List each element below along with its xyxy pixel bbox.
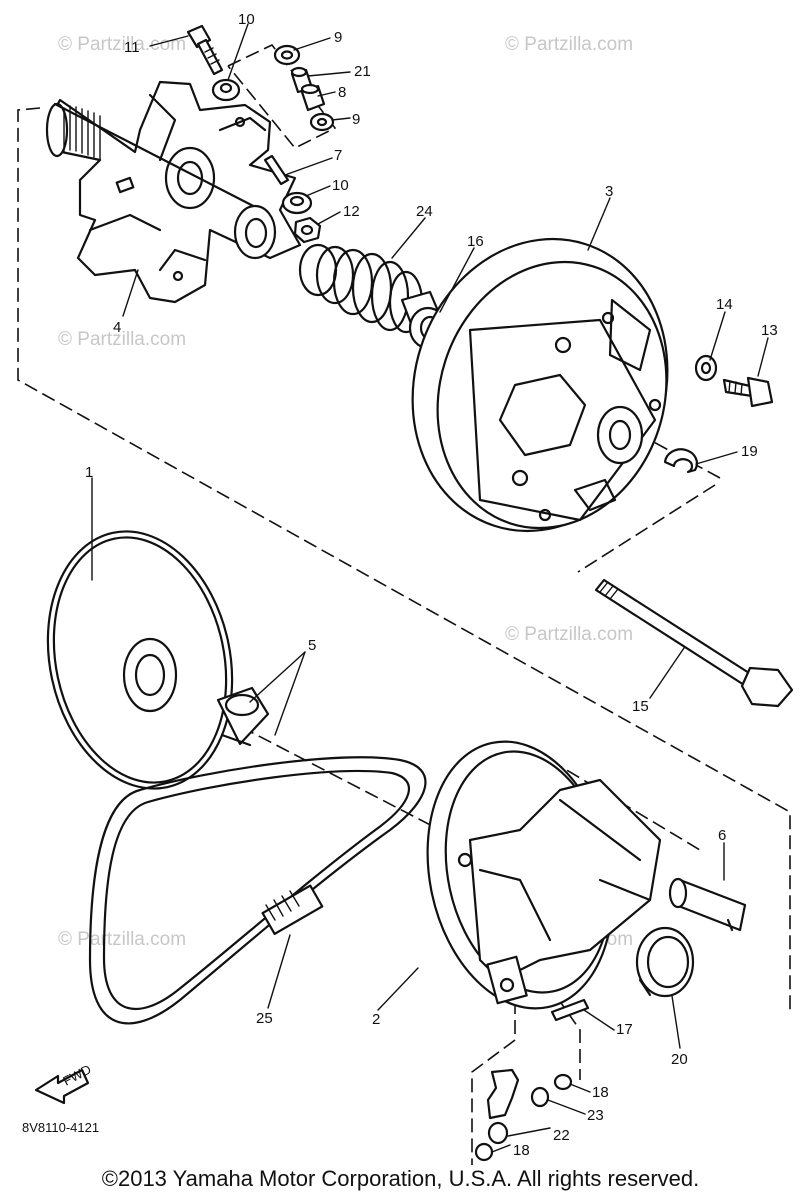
watermark: © Partzilla.com — [58, 329, 186, 350]
part-6-sleeve — [668, 877, 747, 932]
label-10: 10 — [238, 11, 255, 28]
part-4-shaft-spider — [45, 80, 302, 304]
part-20-seal — [635, 926, 695, 998]
label-15: 15 — [632, 698, 649, 715]
fwd-arrow-icon: FWD — [34, 1062, 94, 1105]
label-24: 24 — [416, 203, 433, 220]
label-5: 5 — [308, 637, 316, 654]
label-8: 8 — [338, 84, 346, 101]
part-25-belt — [88, 756, 427, 1025]
cover-bolt-hardware — [663, 354, 774, 474]
label-13: 13 — [761, 322, 778, 339]
label-12: 12 — [343, 203, 360, 220]
label-16: 16 — [467, 233, 484, 250]
part-2-movable-sheave — [426, 740, 662, 1010]
label-18: 18 — [513, 1142, 530, 1159]
part-5-collar — [216, 686, 270, 747]
part-labels: 11 10 9 21 8 9 7 10 12 24 16 3 4 14 13 1… — [85, 11, 778, 1159]
label-1: 1 — [85, 464, 93, 481]
label-2: 2 — [372, 1011, 380, 1028]
label-10: 10 — [332, 177, 349, 194]
watermark: © Partzilla.com — [505, 34, 633, 55]
label-6: 6 — [718, 827, 726, 844]
label-9: 9 — [334, 29, 342, 46]
label-23: 23 — [587, 1107, 604, 1124]
label-25: 25 — [256, 1010, 273, 1027]
watermark: © Partzilla.com — [58, 34, 186, 55]
weight-hardware — [186, 24, 335, 244]
part-15-bolt — [594, 578, 794, 708]
label-22: 22 — [553, 1127, 570, 1144]
part-3-cover — [411, 237, 669, 533]
label-17: 17 — [616, 1021, 633, 1038]
label-19: 19 — [741, 443, 758, 460]
watermark: © Partzilla.com — [505, 624, 633, 645]
leader-lines — [91, 23, 769, 1153]
watermark: © Partzilla.com — [58, 929, 186, 950]
label-9: 9 — [352, 111, 360, 128]
label-18: 18 — [592, 1084, 609, 1101]
label-4: 4 — [113, 319, 121, 336]
label-3: 3 — [605, 183, 613, 200]
part-1-sheave — [46, 530, 234, 790]
part-24-spring — [298, 243, 424, 334]
label-14: 14 — [716, 296, 733, 313]
diagram-code: 8V8110-4121 — [22, 1120, 99, 1135]
label-20: 20 — [671, 1051, 688, 1068]
label-11: 11 — [124, 39, 140, 56]
copyright-notice: ©2013 Yamaha Motor Corporation, U.S.A. A… — [101, 1166, 700, 1191]
label-7: 7 — [334, 147, 342, 164]
label-21: 21 — [354, 63, 371, 80]
arm-hardware — [474, 998, 590, 1162]
